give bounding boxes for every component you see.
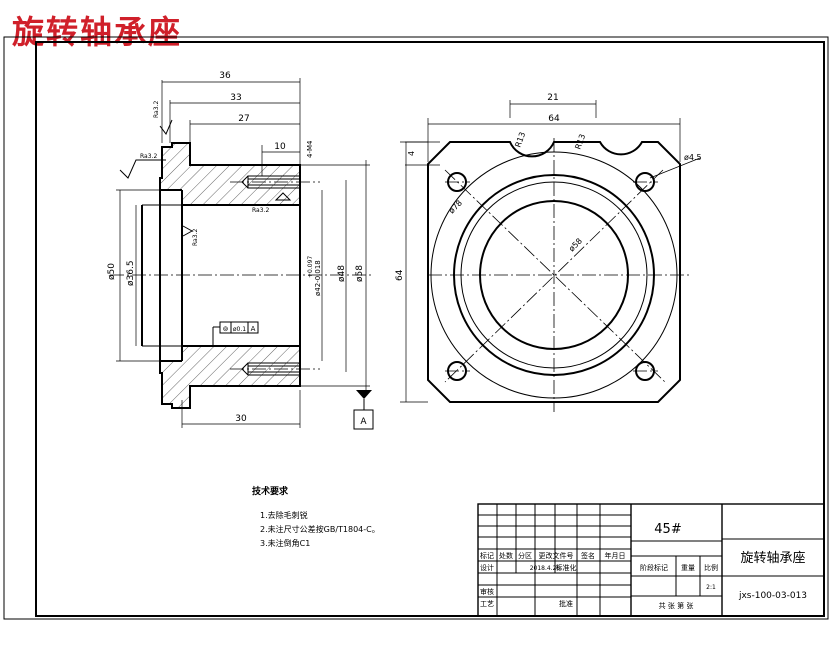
dim-r13-left: R13 — [513, 131, 527, 149]
dim-d48: ø48 — [337, 265, 347, 282]
drawing-number: jxs-100-03-013 — [738, 591, 807, 601]
dim-27: 27 — [238, 114, 249, 124]
note-1: 1.去除毛刺锐 — [260, 510, 308, 520]
note-2: 2.未注尺寸公差按GB/T1804-C。 — [260, 524, 380, 534]
col-label-count: 处数 — [499, 551, 513, 560]
drawing-title: 旋转轴承座 — [12, 13, 183, 51]
sheets-text: 共 张 第 张 — [659, 601, 694, 610]
tol-datum: A — [251, 325, 256, 333]
technical-notes: 技术要求 1.去除毛刺锐 2.未注尺寸公差按GB/T1804-C。 3.未注倒角… — [252, 485, 380, 548]
dim-4: 4 — [407, 151, 416, 156]
dim-d42: ø42-0.018 — [314, 260, 322, 296]
dim-64-left: 64 — [395, 269, 405, 281]
col-label-date: 年月日 — [605, 551, 626, 560]
date-value: 2018.4.26 — [530, 565, 561, 572]
note-3: 3.未注倒角C1 — [260, 538, 310, 548]
dim-4-m4: 4-M4 — [306, 140, 314, 158]
dim-10: 10 — [274, 142, 286, 152]
dim-d78: ø78 — [447, 198, 464, 215]
dim-d58: ø58 — [355, 265, 365, 282]
dim-36: 36 — [219, 71, 231, 81]
weight-label: 重量 — [681, 564, 695, 572]
dim-d42-tol: +0.097 — [307, 256, 314, 278]
scale-value: 2:1 — [706, 584, 716, 591]
dim-d58-front: ø58 — [567, 236, 584, 253]
notes-heading: 技术要求 — [252, 485, 289, 497]
row-design: 设计 — [480, 563, 494, 572]
title-block: 标记 处数 分区 更改文件号 签名 年月日 设计 2018.4.26 标准化 审… — [477, 503, 825, 617]
datum-a-label: A — [360, 417, 367, 427]
approve-label: 批准 — [559, 599, 573, 608]
roughness-1: Ra3.2 — [140, 153, 157, 160]
dim-64-top: 64 — [548, 114, 560, 124]
material: 45# — [654, 522, 681, 537]
dim-21: 21 — [547, 93, 558, 103]
standardize-label: 标准化 — [556, 563, 577, 572]
col-label-zone: 分区 — [518, 551, 532, 560]
tol-value: ø0.1 — [233, 326, 246, 333]
dim-d50: ø50 — [107, 263, 117, 280]
dim-d36-5: ø36.5 — [126, 260, 136, 286]
inner-frame — [35, 41, 825, 617]
front-view: 21 64 4 R13 R13 ø4.5 ø78 ø58 64 — [395, 93, 702, 412]
tol-symbol: ⊚ — [223, 325, 229, 333]
roughness-4: Ra3.2 — [192, 229, 199, 246]
roughness-3: Ra3.2 — [252, 207, 269, 214]
stage-label: 阶段标记 — [640, 563, 668, 572]
col-label-doc: 更改文件号 — [539, 551, 574, 560]
dim-d4-5: ø4.5 — [684, 153, 702, 162]
row-check: 审核 — [480, 587, 494, 596]
outer-frame — [3, 36, 829, 620]
part-name: 旋转轴承座 — [740, 551, 805, 566]
dim-30: 30 — [235, 414, 247, 424]
row-process: 工艺 — [480, 600, 494, 608]
col-label-sign: 签名 — [581, 551, 595, 560]
scale-label: 比例 — [704, 563, 718, 572]
dim-33: 33 — [230, 93, 241, 103]
col-label-mark: 标记 — [480, 551, 494, 560]
roughness-2: Ra3.2 — [153, 101, 160, 118]
section-view: 36 33 27 10 4-M4 30 ø50 ø36.5 ø42-0.018 … — [107, 71, 374, 430]
